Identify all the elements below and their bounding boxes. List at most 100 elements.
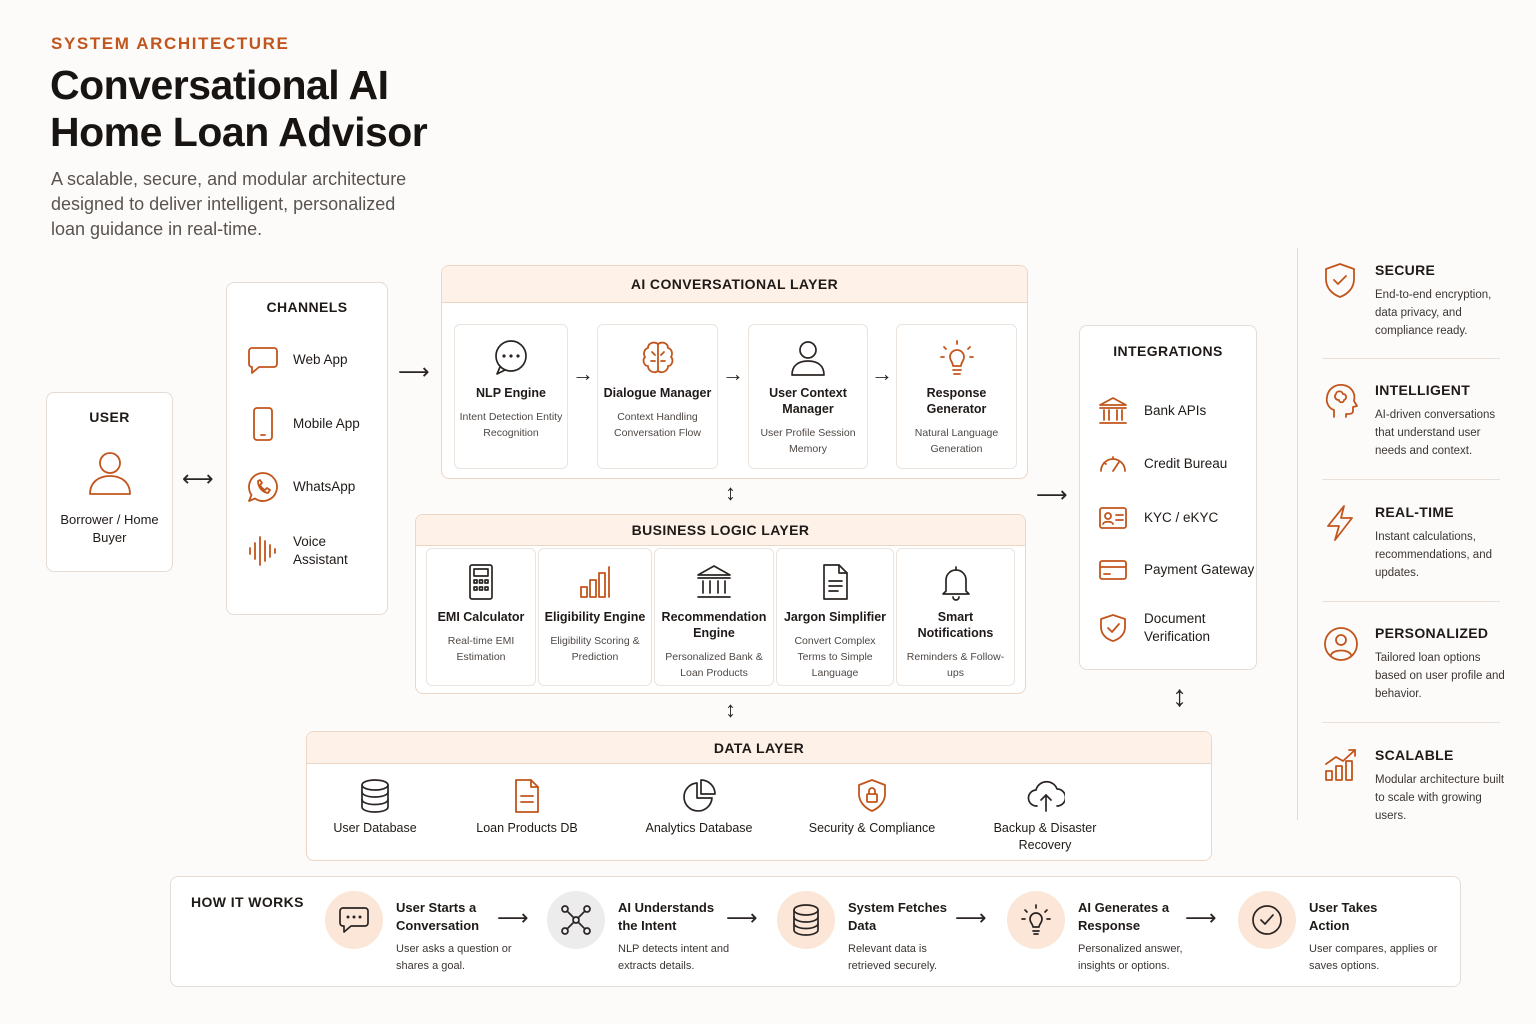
step-name: User Starts a Conversation xyxy=(396,900,480,933)
module-desc: Convert Complex Terms to Simple Language xyxy=(794,635,876,679)
module-name: Eligibility Engine xyxy=(544,610,646,624)
bidirectional-arrow-icon: ↕ xyxy=(1172,680,1187,713)
user-circle-icon xyxy=(1322,625,1360,668)
integration-bank-apis[interactable]: Bank APIs xyxy=(1098,396,1206,426)
integration-payment-gateway[interactable]: Payment Gateway xyxy=(1098,555,1254,585)
data-user-database[interactable]: User Database xyxy=(325,778,425,837)
module-desc: Real-time EMI Estimation xyxy=(447,635,515,663)
person-icon xyxy=(789,339,827,377)
lightbulb-icon xyxy=(938,339,976,377)
channel-label: Mobile App xyxy=(293,416,360,431)
integration-label: Payment Gateway xyxy=(1144,562,1255,577)
channel-mobile-app[interactable]: Mobile App xyxy=(247,407,360,441)
business-layer-heading: BUSINESS LOGIC LAYER xyxy=(416,515,1025,546)
arrow-right-icon: → xyxy=(722,361,744,386)
module-desc: Intent Detection Entity Recognition xyxy=(459,411,563,439)
feature-name: INTELLIGENT xyxy=(1375,382,1471,398)
integration-document-verification[interactable]: Document Verification xyxy=(1098,610,1234,646)
database-icon xyxy=(777,891,835,949)
step-desc: Relevant data is retrieved securely. xyxy=(848,943,938,972)
id-card-icon xyxy=(1098,503,1128,533)
page-subtitle: A scalable, secure, and modular architec… xyxy=(51,169,407,239)
data-backup-recovery[interactable]: Backup & Disaster Recovery xyxy=(983,778,1107,854)
module-name: User Context Manager xyxy=(769,386,847,416)
data-item-label: Loan Products DB xyxy=(476,821,578,835)
step-name: System Fetches Data xyxy=(848,900,947,933)
module-nlp-engine[interactable]: NLP Engine Intent Detection Entity Recog… xyxy=(454,324,568,469)
whatsapp-icon xyxy=(247,471,279,503)
arrow-right-icon: ⟶ xyxy=(1185,905,1217,930)
arrow-right-icon: → xyxy=(572,361,594,386)
arrow-right-icon: ⟶ xyxy=(398,359,430,384)
module-name: NLP Engine xyxy=(476,386,546,400)
step-name: User Takes Action xyxy=(1309,900,1378,933)
data-security-compliance[interactable]: Security & Compliance xyxy=(801,778,943,837)
data-item-label: Security & Compliance xyxy=(808,821,936,835)
module-desc: Reminders & Follow-ups xyxy=(906,651,1005,679)
data-item-label: Backup & Disaster Recovery xyxy=(993,821,1097,852)
module-eligibility-engine[interactable]: Eligibility Engine Eligibility Scoring &… xyxy=(538,548,652,686)
user-label: Borrower / Home Buyer xyxy=(60,512,159,545)
divider xyxy=(1322,601,1500,602)
voice-wave-icon xyxy=(247,534,279,568)
calculator-icon xyxy=(462,563,500,601)
module-desc: Context Handling Conversation Flow xyxy=(614,411,701,439)
head-brain-icon xyxy=(1322,382,1360,425)
data-loan-products-db[interactable]: Loan Products DB xyxy=(467,778,587,837)
arrow-right-icon: → xyxy=(871,361,893,386)
lightbulb-icon xyxy=(1007,891,1065,949)
page-title: Conversational AI Home Loan Advisor xyxy=(50,62,428,155)
feature-name: SECURE xyxy=(1375,262,1436,278)
document-icon xyxy=(816,563,854,601)
integration-label: Credit Bureau xyxy=(1144,456,1228,471)
integration-label: Bank APIs xyxy=(1144,403,1207,418)
bar-chart-icon xyxy=(576,563,614,601)
module-user-context-manager[interactable]: User Context Manager User Profile Sessio… xyxy=(748,324,868,469)
person-icon xyxy=(87,449,133,497)
features-divider xyxy=(1297,248,1298,820)
step-desc: NLP detects intent and extracts details. xyxy=(618,943,730,972)
module-desc: Eligibility Scoring & Prediction xyxy=(550,635,640,663)
module-dialogue-manager[interactable]: Dialogue Manager Context Handling Conver… xyxy=(597,324,718,469)
module-smart-notifications[interactable]: Smart Notifications Reminders & Follow-u… xyxy=(896,548,1015,686)
step-desc: User compares, applies or saves options. xyxy=(1309,943,1438,972)
chat-dots-icon xyxy=(492,339,530,377)
feature-desc: Modular architecture built to scale with… xyxy=(1375,774,1505,822)
feature-desc: AI-driven conversations that understand … xyxy=(1375,409,1496,457)
bidirectional-arrow-icon: ⟷ xyxy=(182,466,214,491)
data-item-label: User Database xyxy=(333,821,417,835)
pie-chart-icon xyxy=(681,778,717,814)
shield-check-icon xyxy=(1322,262,1358,305)
integration-kyc[interactable]: KYC / eKYC xyxy=(1098,503,1218,533)
module-emi-calculator[interactable]: EMI Calculator Real-time EMI Estimation xyxy=(426,548,536,686)
brain-icon xyxy=(639,339,677,377)
user-card: USER Borrower / Home Buyer xyxy=(46,392,173,572)
feature-desc: Instant calculations, recommendations, a… xyxy=(1375,531,1492,579)
channels-heading: CHANNELS xyxy=(266,299,348,315)
divider xyxy=(1322,358,1500,359)
module-name: Recommendation Engine xyxy=(661,610,767,640)
ai-conversational-layer: AI CONVERSATIONAL LAYER NLP Engine Inten… xyxy=(441,265,1028,479)
check-circle-icon xyxy=(1238,891,1296,949)
data-analytics-database[interactable]: Analytics Database xyxy=(633,778,765,837)
bank-icon xyxy=(1098,396,1128,426)
eyebrow: SYSTEM ARCHITECTURE xyxy=(51,34,290,53)
feature-desc: End-to-end encryption, data privacy, and… xyxy=(1375,289,1492,337)
step-desc: User asks a question or shares a goal. xyxy=(396,943,512,972)
channel-web-app[interactable]: Web App xyxy=(247,345,348,375)
module-recommendation-engine[interactable]: Recommendation Engine Personalized Bank … xyxy=(654,548,774,686)
feature-name: PERSONALIZED xyxy=(1375,625,1489,641)
module-name: Dialogue Manager xyxy=(603,386,712,400)
channel-label: WhatsApp xyxy=(293,479,356,494)
channel-whatsapp[interactable]: WhatsApp xyxy=(247,471,355,503)
module-desc: User Profile Session Memory xyxy=(760,427,856,455)
module-jargon-simplifier[interactable]: Jargon Simplifier Convert Complex Terms … xyxy=(776,548,894,686)
integration-credit-bureau[interactable]: Credit Bureau xyxy=(1098,449,1227,479)
arrow-right-icon: ⟶ xyxy=(955,905,987,930)
ai-layer-heading: AI CONVERSATIONAL LAYER xyxy=(442,266,1027,303)
module-name: Smart Notifications xyxy=(917,610,994,640)
bank-icon xyxy=(695,563,733,601)
channel-voice-assistant[interactable]: Voice Assistant xyxy=(247,533,363,569)
module-response-generator[interactable]: Response Generator Natural Language Gene… xyxy=(896,324,1017,469)
feature-name: SCALABLE xyxy=(1375,747,1454,763)
